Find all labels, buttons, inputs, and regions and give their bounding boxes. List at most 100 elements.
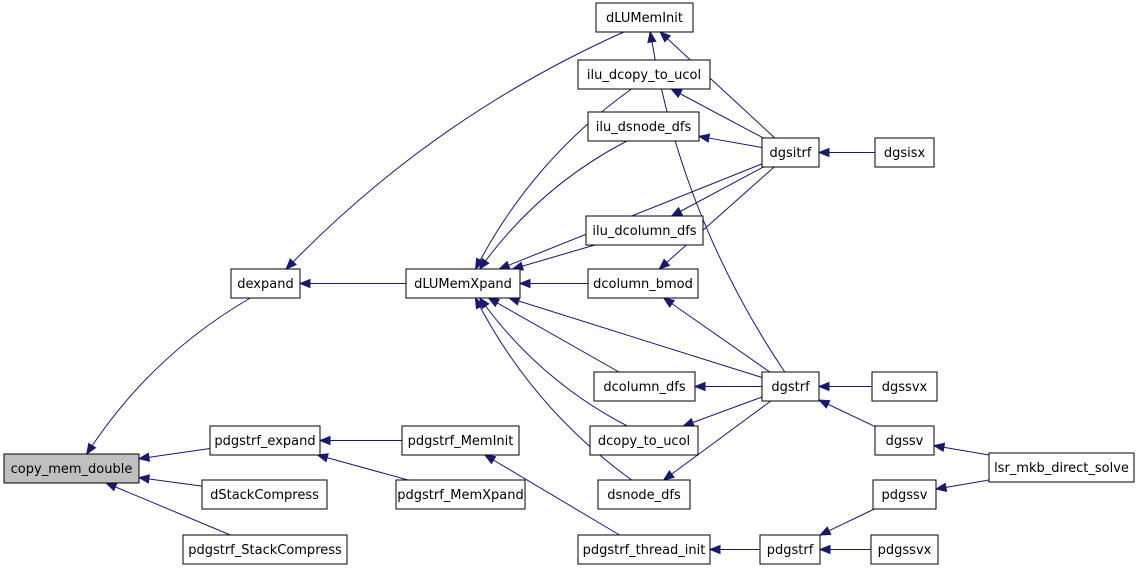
node-box xyxy=(593,371,696,402)
arrowhead-ilu_dsnode_dfs-to-dLUMemXpand xyxy=(478,257,490,271)
node-lsr-mkb-direct-solve[interactable]: lsr_mkb_direct_solve xyxy=(988,452,1135,483)
node-label: pdgstrf_thread_init xyxy=(583,543,706,558)
edge-dLUMemInit-to-dexpand xyxy=(285,31,625,270)
arrowhead-pdgstrf_MemXpand-to-pdgstrf_expand xyxy=(316,453,329,463)
node-label: pdgstrf_MemInit xyxy=(408,434,514,449)
edge-ilu_dsnode_dfs-to-dLUMemXpand xyxy=(479,140,628,270)
node-pdgssv[interactable]: pdgssv xyxy=(872,479,937,510)
node-label: dgssv xyxy=(886,434,924,449)
node-label: lsr_mkb_direct_solve xyxy=(994,461,1129,476)
node-dcolumn-bmod[interactable]: dcolumn_bmod xyxy=(587,268,699,299)
edge-layer xyxy=(85,30,990,555)
arrowhead-dgstrf-to-dLUMemInit xyxy=(647,30,657,44)
node-dgssv[interactable]: dgssv xyxy=(874,425,935,456)
node-pdgstrf-meminit[interactable]: pdgstrf_MemInit xyxy=(401,425,520,456)
arrowhead-pdgstrf_StackCompress-to-copy_mem_double xyxy=(104,482,118,492)
node-label: dgsitrf xyxy=(770,146,812,161)
node-box xyxy=(871,371,938,402)
node-label: dcolumn_dfs xyxy=(603,380,685,395)
node-label: pdgstrf_MemXpand xyxy=(397,488,524,503)
node-ilu-dcopy-to-ucol[interactable]: ilu_dcopy_to_ucol xyxy=(577,59,711,90)
node-dlumeminit[interactable]: dLUMemInit xyxy=(595,2,694,33)
node-dsnode-dfs[interactable]: dsnode_dfs xyxy=(597,479,691,510)
node-label: dcopy_to_ucol xyxy=(598,434,690,449)
arrowhead-pdgssvx-to-pdgstrf xyxy=(818,544,831,555)
arrowhead-dexpand-to-copy_mem_double xyxy=(85,442,97,456)
node-box xyxy=(587,111,700,142)
node-dstackcompress[interactable]: dStackCompress xyxy=(201,479,328,510)
node-box xyxy=(761,371,820,402)
node-dgstrf[interactable]: dgstrf xyxy=(761,371,820,402)
node-box xyxy=(872,479,937,510)
arrowhead-pdgstrf_thread_init-to-pdgstrf_MemInit xyxy=(483,454,497,465)
node-dgsitrf[interactable]: dgsitrf xyxy=(761,137,820,168)
node-label: ilu_dsnode_dfs xyxy=(596,120,692,135)
edge-dexpand-to-copy_mem_double xyxy=(86,297,251,455)
arrowhead-dcolumn_bmod-to-dLUMemXpand xyxy=(518,278,531,289)
edge-dgsitrf-to-dcolumn_bmod xyxy=(658,166,775,270)
node-dlumemxpand[interactable]: dLUMemXpand xyxy=(405,268,521,299)
edge-pdgstrf_thread_init-to-pdgstrf_MemInit xyxy=(484,454,620,536)
node-pdgstrf-memxpand[interactable]: pdgstrf_MemXpand xyxy=(395,479,526,510)
arrowhead-dgstrf-to-dcopy_to_ucol xyxy=(682,417,695,427)
arrowhead-dLUMemInit-to-dexpand xyxy=(285,258,297,270)
edge-dsnode_dfs-to-dLUMemXpand xyxy=(474,297,632,481)
node-label: dsnode_dfs xyxy=(607,488,681,503)
node-dgssvx[interactable]: dgssvx xyxy=(871,371,938,402)
edge-dgsitrf-to-dLUMemInit xyxy=(659,31,776,139)
node-label: pdgstrf_StackCompress xyxy=(188,543,342,558)
arrowhead-lsr_mkb_direct_solve-to-dgssv xyxy=(932,442,946,453)
arrowhead-pdgstrf-to-pdgstrf_thread_init xyxy=(708,544,721,555)
arrowhead-dgstrf-to-dcolumn_bmod xyxy=(662,297,676,308)
node-ilu-dsnode-dfs[interactable]: ilu_dsnode_dfs xyxy=(587,111,700,142)
node-label: dcolumn_bmod xyxy=(593,277,693,292)
node-box xyxy=(395,479,526,510)
node-label: pdgstrf xyxy=(767,543,814,558)
node-pdgstrf-stackcompress[interactable]: pdgstrf_StackCompress xyxy=(182,534,348,565)
node-box xyxy=(759,534,821,565)
node-box xyxy=(585,215,704,246)
node-label: pdgssv xyxy=(882,488,928,503)
arrowhead-dgsitrf-to-ilu_dcopy_to_ucol xyxy=(670,88,683,99)
node-pdgstrf[interactable]: pdgstrf xyxy=(759,534,821,565)
node-box xyxy=(209,425,321,456)
node-dcopy-to-ucol[interactable]: dcopy_to_ucol xyxy=(589,425,699,456)
node-dcolumn-dfs[interactable]: dcolumn_dfs xyxy=(593,371,696,402)
node-box xyxy=(3,453,140,484)
node-label: dLUMemXpand xyxy=(414,277,512,292)
edge-dgstrf-to-dLUMemXpand xyxy=(508,297,763,379)
node-label: copy_mem_double xyxy=(11,462,133,477)
arrowhead-pdgstrf_MemInit-to-pdgstrf_expand xyxy=(318,435,331,446)
arrowhead-dgstrf-to-dcolumn_dfs xyxy=(693,381,706,392)
node-dgsisx[interactable]: dgsisx xyxy=(874,137,935,168)
node-box xyxy=(589,425,699,456)
edge-ilu_dcolumn_dfs-to-dLUMemXpand xyxy=(512,244,595,270)
node-layer: copy_mem_double dexpand pdgstrf_expand dSta… xyxy=(3,2,1135,565)
edge-pdgstrf_expand-to-copy_mem_double xyxy=(138,447,211,460)
node-box xyxy=(874,425,935,456)
node-ilu-dcolumn-dfs[interactable]: ilu_dcolumn_dfs xyxy=(585,215,704,246)
node-pdgstrf-expand[interactable]: pdgstrf_expand xyxy=(209,425,321,456)
node-dexpand[interactable]: dexpand xyxy=(230,268,301,299)
arrowhead-dStackCompress-to-copy_mem_double xyxy=(137,474,151,484)
arrowhead-dgsitrf-to-dLUMemInit xyxy=(659,31,672,43)
node-label: pdgstrf_expand xyxy=(214,434,315,449)
node-copy-mem-double: copy_mem_double xyxy=(3,453,140,484)
node-box xyxy=(597,479,691,510)
node-box xyxy=(182,534,348,565)
node-box xyxy=(870,534,939,565)
arrowhead-dcolumn_dfs-to-dLUMemXpand xyxy=(487,297,501,308)
node-pdgssvx[interactable]: pdgssvx xyxy=(870,534,939,565)
arrowhead-pdgstrf_expand-to-copy_mem_double xyxy=(137,452,151,462)
edge-pdgstrf_MemXpand-to-pdgstrf_expand xyxy=(317,454,409,481)
node-box xyxy=(587,268,699,299)
edge-ilu_dcopy_to_ucol-to-dLUMemXpand xyxy=(475,88,632,270)
edge-dcolumn_dfs-to-dLUMemXpand xyxy=(488,297,620,373)
node-box xyxy=(595,2,694,33)
node-pdgstrf-thread-init[interactable]: pdgstrf_thread_init xyxy=(577,534,711,565)
node-label: dexpand xyxy=(237,277,293,292)
edge-dgstrf-to-dcolumn_bmod xyxy=(663,297,771,373)
arrowhead-dsnode_dfs-to-dLUMemXpand xyxy=(474,296,485,310)
node-box xyxy=(230,268,301,299)
arrowhead-dgstrf-to-dsnode_dfs xyxy=(662,469,675,481)
